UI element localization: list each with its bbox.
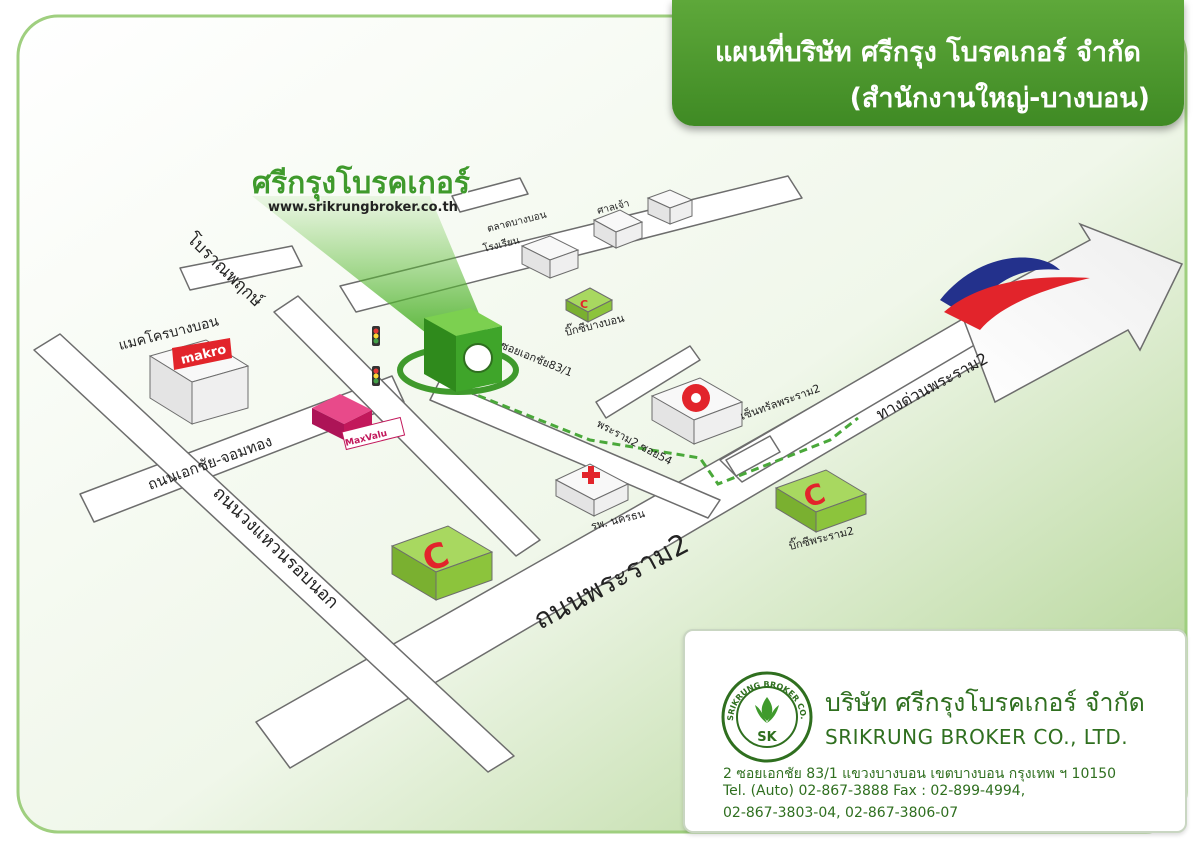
road-cross	[273, 295, 541, 557]
bigc-rama2-building: C	[774, 469, 868, 533]
title-line-2: (สำนักงานใหญ่-บางบอน)	[849, 83, 1150, 114]
small-building	[646, 189, 694, 225]
company-card: SRIKRUNG BROKER CO.,LTD. SK บริษัท ศรีกร…	[683, 629, 1187, 833]
title-line-1: แผนที่บริษัท ศรีกรุง โบรคเกอร์ จำกัด	[715, 37, 1141, 68]
school-building	[520, 235, 580, 279]
location-beam	[252, 196, 490, 344]
company-seal-icon: SRIKRUNG BROKER CO.,LTD. SK	[719, 669, 813, 763]
office-building	[424, 308, 502, 392]
bigc-large-building: C	[390, 525, 494, 601]
company-name-en: SRIKRUNG BROKER CO., LTD.	[825, 725, 1129, 749]
road-soi-ekachai-83-1	[429, 379, 721, 519]
company-phone-more: 02-867-3803-04, 02-867-3806-07	[723, 805, 959, 821]
svg-text:C: C	[580, 298, 588, 311]
title-panel: แผนที่บริษัท ศรีกรุง โบรคเกอร์ จำกัด (สำ…	[672, 0, 1184, 126]
direction-arrow	[959, 222, 1184, 404]
road-outer-ring	[33, 333, 515, 773]
temple-building	[592, 209, 644, 249]
traffic-light-1	[372, 326, 380, 346]
seal-initials: SK	[757, 730, 777, 745]
company-address: 2 ซอยเอกชัย 83/1 แขวงบางบอน เขตบางบอน กร…	[723, 766, 1117, 782]
expressway-logo	[940, 257, 1090, 330]
brand-url: www.srikrungbroker.co.th	[268, 200, 458, 215]
road-upper-soi	[451, 177, 529, 213]
central-rama2-building	[650, 377, 744, 445]
company-phone: Tel. (Auto) 02-867-3888 Fax : 02-899-499…	[723, 783, 1026, 799]
company-name-th: บริษัท ศรีกรุงโบรคเกอร์ จำกัด	[825, 688, 1145, 717]
brand-name: ศรีกรุงโบรคเกอร์	[252, 166, 470, 201]
route-line	[453, 384, 859, 486]
road-soi-expressway	[725, 435, 781, 477]
bigc-bangbon-building: C	[564, 287, 614, 323]
hospital-building	[554, 463, 630, 517]
road-soi-54	[595, 345, 701, 419]
maxvalu-building	[312, 394, 406, 451]
makro-building	[148, 338, 250, 425]
traffic-light-2	[372, 366, 380, 386]
road-upper-left	[179, 245, 303, 291]
